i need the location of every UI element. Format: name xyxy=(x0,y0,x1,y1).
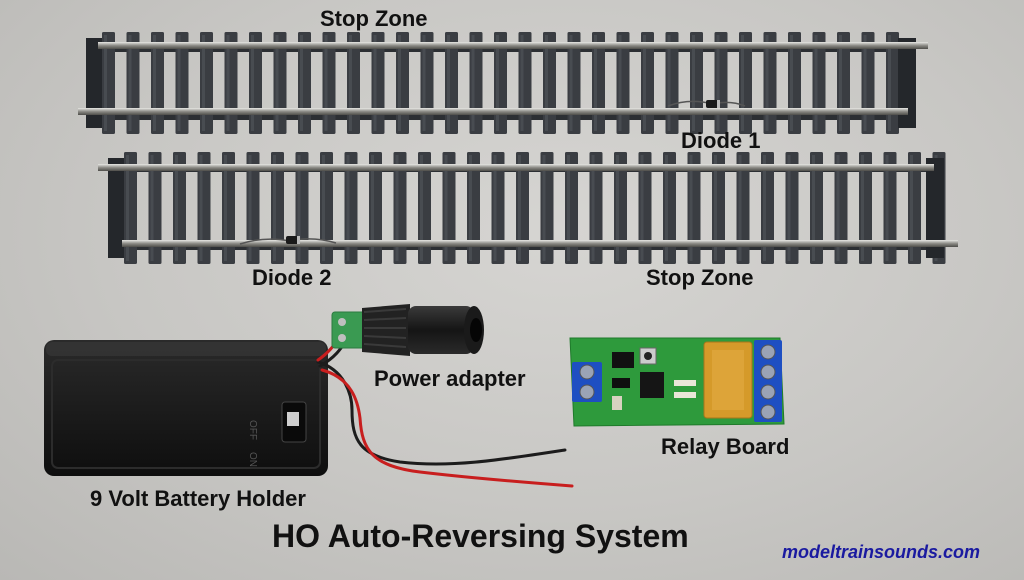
track-bottom xyxy=(98,152,958,264)
power-adapter-jack xyxy=(331,304,484,356)
track-top xyxy=(78,32,928,134)
battery-holder-label: 9 Volt Battery Holder xyxy=(90,486,306,511)
relay-board-label: Relay Board xyxy=(661,434,790,459)
diode-1-component xyxy=(667,100,746,108)
svg-text:ON: ON xyxy=(247,452,258,467)
stop-zone-bottom-label: Stop Zone xyxy=(646,265,754,290)
power-adapter-label: Power adapter xyxy=(374,366,526,391)
diode-1-label: Diode 1 xyxy=(681,128,761,153)
battery-holder: OFF ON xyxy=(44,340,328,476)
diode-2-component xyxy=(239,236,337,245)
website-watermark: modeltrainsounds.com xyxy=(782,542,981,562)
diode-2-label: Diode 2 xyxy=(252,265,332,290)
page-title: HO Auto-Reversing System xyxy=(272,518,689,554)
stop-zone-top-label: Stop Zone xyxy=(320,6,428,31)
svg-text:OFF: OFF xyxy=(247,420,258,440)
relay-board-component xyxy=(569,337,785,427)
